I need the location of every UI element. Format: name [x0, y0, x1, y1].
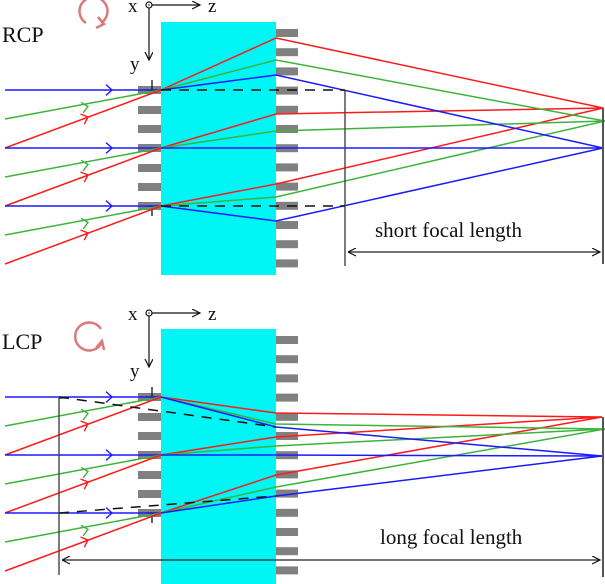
dielectric-slab: [161, 329, 276, 584]
metalens: [138, 329, 298, 584]
transmitted-ray-green: [160, 428, 605, 514]
nanostructure-bar: [276, 374, 298, 383]
nanostructure-bar: [276, 393, 298, 402]
ray-direction-arrow-icon: [80, 536, 89, 548]
nanostructure-bar: [138, 490, 161, 498]
transmitted-ray-green: [160, 428, 605, 456]
nanostructure-bar: [276, 336, 298, 344]
nanostructure-bar: [276, 48, 298, 57]
y-axis-label: y: [130, 54, 140, 75]
nanostructure-bar: [138, 471, 161, 479]
nanostructure-bar: [276, 412, 298, 421]
nanostructure-bar: [276, 29, 298, 37]
incident-ray-green: [4, 147, 162, 178]
transmitted-ray-red: [160, 416, 603, 456]
transmitted-ray-red: [160, 37, 604, 109]
incident-ray-red: [4, 396, 162, 456]
focal-length-dimension: long focal length: [58, 397, 604, 577]
z-axis-label: z: [208, 0, 216, 17]
nanostructure-bar: [276, 182, 298, 191]
nanostructure-bar: [276, 489, 298, 498]
ray-direction-arrow-icon: [80, 101, 90, 114]
focal-length-label: long focal length: [380, 525, 523, 549]
transmitted-ray-blue: [160, 74, 604, 149]
incident-ray-green: [4, 512, 162, 543]
wavefront-dashed-line: [58, 495, 277, 514]
ray-direction-arrow-icon: [80, 478, 89, 490]
ray-direction-arrow-icon: [105, 84, 114, 96]
ray-direction-arrow-icon: [80, 408, 90, 421]
nanostructure-bar: [138, 125, 161, 133]
nanostructure-bar: [276, 125, 298, 133]
nanostructure-bar: [138, 432, 161, 440]
rays: [4, 37, 605, 265]
transmitted-ray-green: [160, 120, 605, 207]
focal-length-dimension: short focal length: [340, 89, 604, 266]
nanostructure-bar: [138, 106, 161, 114]
incident-ray-red: [4, 147, 162, 207]
incident-ray-green: [4, 454, 162, 485]
transmitted-ray-blue: [160, 147, 604, 222]
ray-direction-arrow-icon: [80, 229, 89, 241]
ray-direction-arrow-icon: [80, 159, 90, 172]
transmitted-ray-blue: [161, 454, 603, 457]
wavefront-dashed-line: [58, 396, 277, 428]
nanostructure-bar: [138, 413, 161, 421]
nanostructure-bar: [276, 566, 298, 575]
axes-triad: x z y: [128, 304, 216, 382]
rotation-icon-rcp: [78, 0, 109, 30]
incident-ray-red: [4, 205, 162, 265]
transmitted-ray-green: [160, 396, 605, 430]
ray-direction-arrow-icon: [80, 171, 89, 183]
nanostructure-bar: [276, 355, 298, 364]
incident-ray-red: [4, 89, 162, 149]
nanostructure-bar: [276, 259, 298, 268]
transmitted-ray-red: [160, 107, 604, 207]
ray-direction-arrow-icon: [80, 524, 90, 537]
nanostructure-bar: [276, 528, 298, 536]
nanostructure-bar: [276, 470, 298, 479]
panel-lcp: LCP x z y long focal length: [2, 304, 605, 584]
nanostructure-bar: [276, 547, 298, 556]
transmitted-ray-red: [160, 396, 603, 418]
incident-ray-green: [4, 89, 162, 120]
transmitted-ray-red: [160, 107, 604, 149]
x-axis-label: x: [128, 304, 138, 325]
nanostructure-bar: [276, 240, 298, 249]
ray-direction-arrow-icon: [80, 420, 89, 432]
ray-direction-arrow-icon: [80, 466, 90, 479]
ray-direction-arrow-icon: [105, 507, 114, 519]
ray-direction-arrow-icon: [105, 200, 114, 212]
incident-ray-red: [4, 512, 162, 572]
nanostructure-bar: [276, 163, 298, 172]
ray-direction-arrow-icon: [80, 113, 89, 125]
ray-direction-arrow-icon: [105, 142, 114, 154]
rays: [4, 391, 605, 572]
y-axis-label: y: [130, 361, 140, 382]
nanostructure-bar: [276, 105, 298, 114]
nanostructure-bar: [276, 508, 298, 517]
ray-direction-arrow-icon: [105, 391, 114, 403]
focal-length-label: short focal length: [375, 218, 522, 242]
x-axis-label: x: [128, 0, 138, 17]
nanostructure-bar: [276, 67, 298, 76]
nanostructure-bar: [276, 221, 298, 229]
incident-ray-green: [4, 205, 162, 236]
incident-ray-green: [4, 396, 162, 427]
incident-ray-red: [4, 454, 162, 514]
transmitted-ray-green: [160, 59, 605, 122]
polarization-label: LCP: [2, 329, 42, 354]
ray-direction-arrow-icon: [105, 449, 114, 461]
rotation-icon-lcp: [73, 321, 106, 352]
transmitted-ray-red: [160, 416, 603, 514]
polarization-label: RCP: [2, 22, 44, 47]
axes-triad: x z y: [128, 0, 216, 75]
z-axis-label: z: [208, 304, 216, 325]
nanostructure-bar: [138, 164, 161, 172]
ray-direction-arrow-icon: [80, 217, 90, 230]
nanostructure-bar: [138, 183, 161, 191]
panel-rcp: RCP x z y short focal length: [2, 0, 605, 275]
